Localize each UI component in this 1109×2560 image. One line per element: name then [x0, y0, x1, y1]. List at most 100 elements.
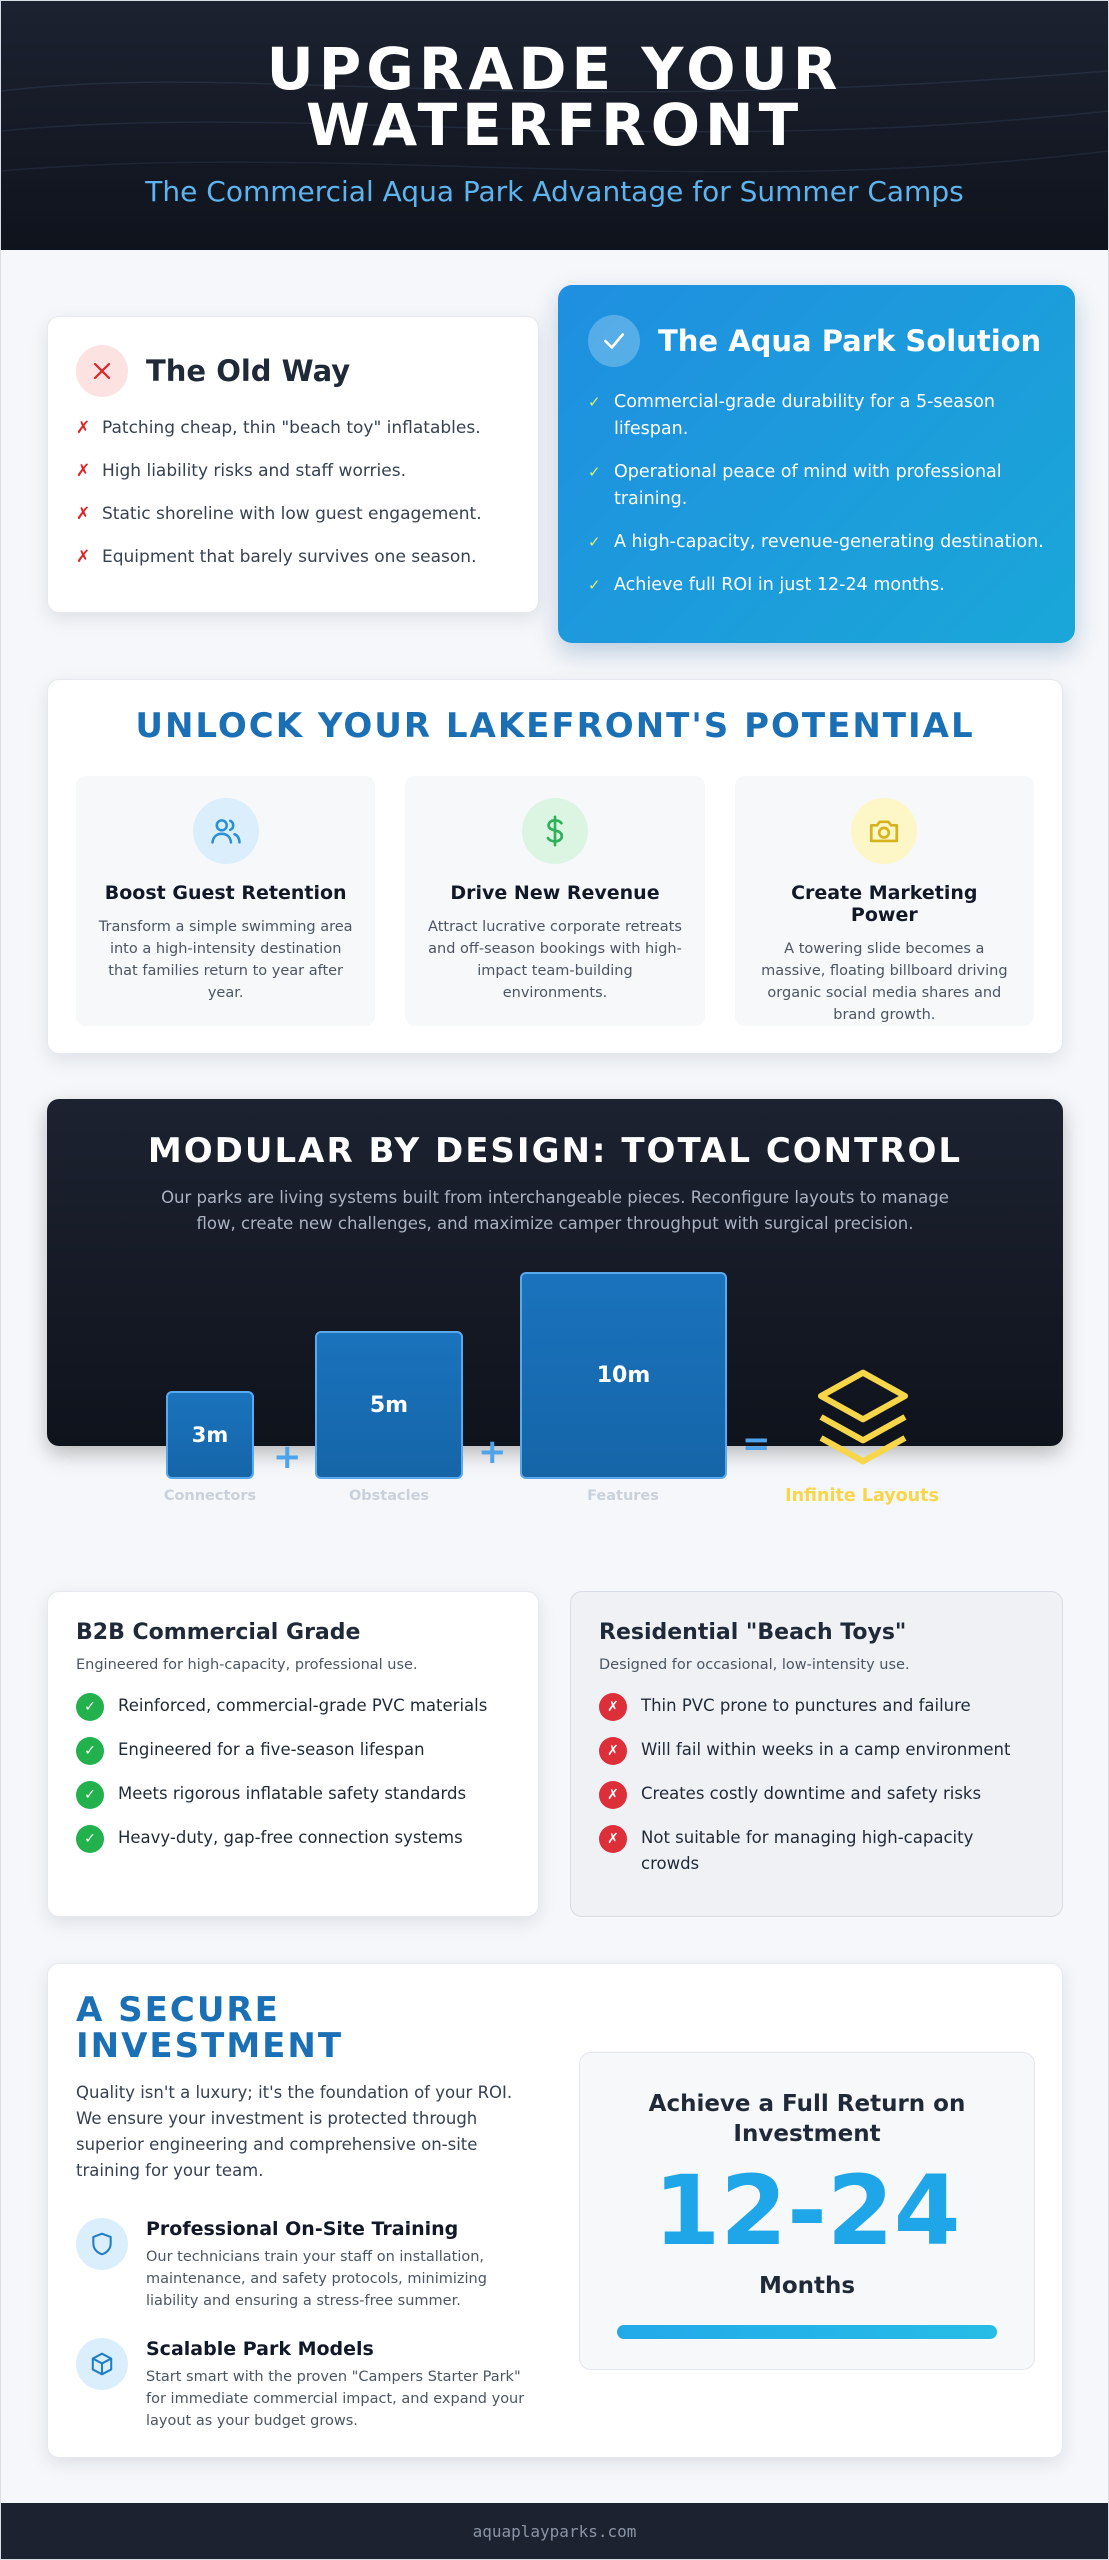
feature-text: Start smart with the proven "Campers Sta… [146, 2369, 525, 2429]
module-block-3m: 3m [166, 1391, 254, 1479]
check-circle-icon: ✓ [76, 1693, 104, 1721]
x-circle-icon: ✗ [599, 1781, 627, 1809]
module-label: Obstacles [348, 1488, 430, 1504]
shield-icon [76, 2218, 128, 2270]
camera-icon [851, 798, 918, 864]
module-label: Connectors [163, 1488, 257, 1504]
x-mark-icon: ✗ [76, 418, 91, 438]
list-item-text: Static shoreline with low guest engageme… [102, 504, 482, 524]
hero-banner: UPGRADE YOUR WATERFRONT The Commercial A… [1, 1, 1108, 250]
x-circle-icon: ✗ [599, 1825, 627, 1853]
old-way-title: The Old Way [146, 354, 351, 388]
layers-icon [817, 1369, 909, 1465]
solution-title: The Aqua Park Solution [658, 324, 1042, 358]
list-item: ✓ Achieve full ROI in just 12-24 months. [588, 572, 1045, 599]
benefit-title: Drive New Revenue [450, 882, 660, 904]
secure-investment-section: A SECURE INVESTMENT Quality isn't a luxu… [47, 1963, 1063, 2458]
list-item: ✗ Static shoreline with low guest engagem… [76, 503, 510, 525]
plus-sign: + [273, 1437, 302, 1477]
unlock-title: UNLOCK YOUR LAKEFRONT'S POTENTIAL [135, 706, 975, 746]
list-item-text: Not suitable for managing high-capacity … [641, 1828, 974, 1873]
roi-panel: Achieve a Full Return on Investment 12-2… [579, 2052, 1035, 2370]
residential-beach-toys-card: Residential "Beach Toys" Designed for oc… [570, 1591, 1063, 1917]
roi-value: 12-24 [653, 2155, 961, 2267]
list-item: ✓ A high-capacity, revenue-generating des… [588, 529, 1045, 556]
list-item-text: Will fail within weeks in a camp environ… [641, 1740, 1011, 1759]
users-icon [192, 798, 259, 864]
feature-scalable: Scalable Park Models Start smart with th… [76, 2338, 536, 2432]
aqua-solution-card: The Aqua Park Solution ✓ Commercial-grade… [558, 285, 1075, 643]
roi-bar [617, 2325, 997, 2339]
b2b-title: B2B Commercial Grade [76, 1620, 361, 1645]
benefit-card-retention: Boost Guest Retention Transform a simple… [76, 776, 376, 1026]
list-item: ✗ Patching cheap, thin "beach toy" inflat… [76, 417, 510, 439]
benefit-card-revenue: Drive New Revenue Attract lucrative corp… [405, 776, 705, 1026]
check-circle-icon: ✓ [76, 1825, 104, 1853]
module-label: Features [587, 1488, 659, 1504]
check-mark-icon: ✓ [588, 533, 601, 551]
list-item: ✗ High liability risks and staff worries. [76, 460, 510, 482]
old-way-card: The Old Way ✗ Patching cheap, thin "beach… [47, 316, 539, 613]
list-item-text: Creates costly downtime and safety risks [641, 1784, 982, 1803]
equals-sign: = [742, 1424, 771, 1464]
list-item-text: Patching cheap, thin "beach toy" inflata… [102, 418, 481, 438]
solution-list: ✓ Commercial-grade durability for a 5-sea… [588, 389, 1045, 599]
list-item: ✓ Commercial-grade durability for a 5-sea… [588, 389, 1045, 443]
list-item-text: Commercial-grade durability for a 5-seas… [614, 392, 995, 439]
b2b-tagline: Engineered for high-capacity, profession… [76, 1657, 418, 1673]
roi-unit: Months [758, 2273, 856, 2299]
benefit-card-marketing: Create Marketing Power A towering slide … [734, 776, 1034, 1026]
x-mark-icon: ✗ [76, 547, 91, 567]
check-mark-icon: ✓ [588, 576, 601, 594]
check-circle-icon: ✓ [76, 1737, 104, 1765]
secure-title: A SECURE INVESTMENT [76, 1990, 344, 2066]
modular-design-section: MODULAR BY DESIGN: TOTAL CONTROL Our par… [47, 1099, 1063, 1506]
modular-title: MODULAR BY DESIGN: TOTAL CONTROL [147, 1131, 963, 1171]
plus-sign: + [478, 1432, 507, 1472]
benefit-title: Boost Guest Retention [104, 882, 347, 904]
x-icon [76, 345, 128, 397]
feature-text: Our technicians train your staff on inst… [146, 2249, 487, 2309]
roi-heading: Achieve a Full Return on Investment [648, 2091, 966, 2147]
unlock-potential-section: UNLOCK YOUR LAKEFRONT'S POTENTIAL Boost … [47, 679, 1063, 1054]
hero-title: UPGRADE YOUR WATERFRONT [266, 35, 843, 159]
list-item-text: Reinforced, commercial-grade PVC materia… [118, 1696, 488, 1715]
benefit-text: Transform a simple swimming area into a … [98, 919, 353, 1001]
wave-background [1, 70, 1108, 173]
residential-title: Residential "Beach Toys" [599, 1620, 907, 1645]
list-item: ✓Operational peace of mind with professi… [588, 459, 1045, 513]
check-icon [588, 315, 640, 367]
list-item-text: Equipment that barely survives one seaso… [102, 547, 477, 567]
b2b-commercial-card: B2B Commercial Grade Engineered for high… [47, 1591, 539, 1917]
list-item: ✗ Will fail within weeks in a camp enviro… [599, 1737, 1034, 1765]
check-circle-icon: ✓ [76, 1781, 104, 1809]
x-mark-icon: ✗ [76, 504, 91, 524]
benefit-text: Attract lucrative corporate retreats and… [428, 919, 682, 1001]
dollar-icon [521, 798, 588, 864]
x-circle-icon: ✗ [599, 1737, 627, 1765]
list-item: ✓ Engineered for a five-season lifespan [76, 1737, 510, 1765]
footer: aquaplayparks.com [1, 2503, 1108, 2559]
list-item-text: Engineered for a five-season lifespan [118, 1740, 425, 1759]
list-item-text: Heavy-duty, gap-free connection systems [118, 1828, 463, 1847]
check-mark-icon: ✓ [588, 393, 601, 411]
old-way-list: ✗ Patching cheap, thin "beach toy" inflat… [76, 417, 510, 568]
list-item-text: Thin PVC prone to punctures and failure [641, 1696, 971, 1715]
x-mark-icon: ✗ [76, 461, 91, 481]
list-item-text: High liability risks and staff worries. [102, 461, 406, 481]
infinite-layouts-label: Infinite Layouts [785, 1486, 939, 1506]
module-block-5m: 5m [315, 1331, 463, 1479]
feature-title: Professional On-Site Training [146, 2218, 459, 2240]
list-item-text: Achieve full ROI in just 12-24 months. [614, 575, 945, 595]
list-item: ✗ Creates costly downtime and safety risk… [599, 1781, 1034, 1809]
modular-description: Our parks are living systems built from … [161, 1188, 949, 1233]
list-item-text: A high-capacity, revenue-generating dest… [614, 532, 1044, 552]
list-item: ✓ Reinforced, commercial-grade PVC materi… [76, 1693, 510, 1721]
footer-link[interactable]: aquaplayparks.com [472, 2521, 637, 2541]
residential-list: ✗ Thin PVC prone to punctures and failure… [599, 1693, 1034, 1877]
residential-tagline: Designed for occasional, low-intensity u… [599, 1657, 910, 1673]
cube-icon [76, 2338, 128, 2390]
list-item: ✓ Heavy-duty, gap-free connection systems [76, 1825, 510, 1853]
list-item-text: Operational peace of mind with professio… [614, 462, 1002, 509]
